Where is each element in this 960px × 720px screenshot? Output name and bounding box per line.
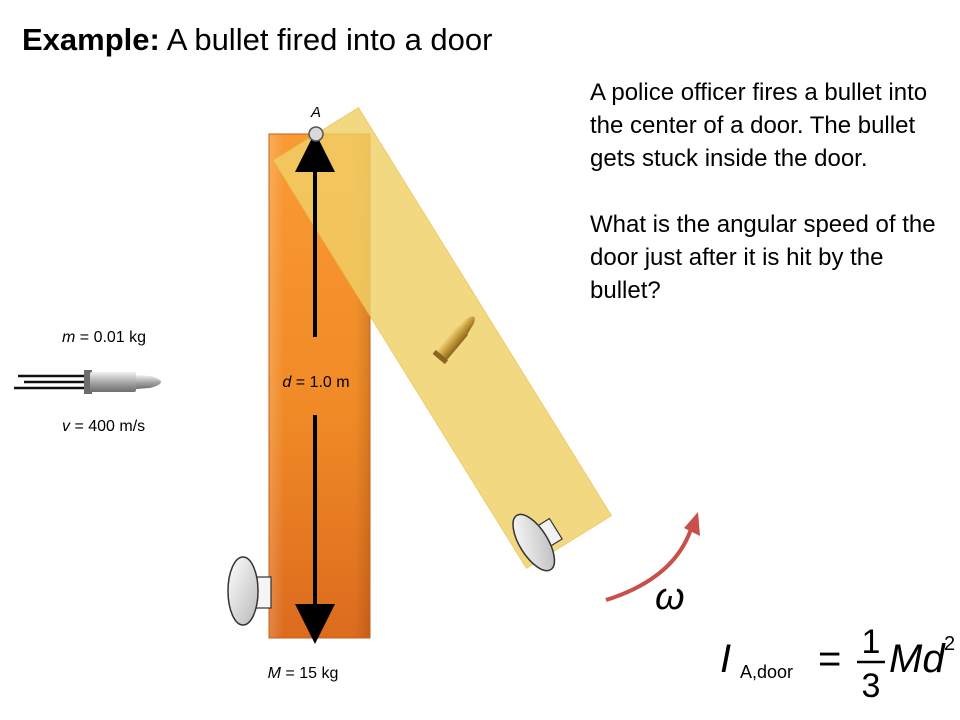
formula-lhs: I	[720, 637, 731, 681]
problem-text: A police officer fires a bullet into the…	[590, 76, 940, 340]
formula-exponent: 2	[944, 633, 955, 655]
page-title: Example: A bullet fired into a door	[22, 22, 492, 58]
bullet-mass-var: m	[62, 329, 75, 346]
problem-paragraph-1: A police officer fires a bullet into the…	[590, 79, 928, 172]
bullet-icon	[14, 370, 161, 394]
bullet-mass-label: m = 0.01 kg	[62, 329, 146, 346]
door-mass-var: M	[268, 665, 282, 682]
formula-rhs: Md	[889, 637, 946, 681]
door-length-label: d = 1.0 m	[282, 374, 349, 391]
door-handle-icon	[227, 556, 272, 626]
bullet-mass-value: = 0.01 kg	[75, 329, 146, 346]
bullet-speed-var: v	[62, 418, 71, 435]
problem-paragraph-2: What is the angular speed of the door ju…	[590, 211, 936, 304]
pivot-point	[308, 126, 324, 142]
inertia-formula: I A,door = 1 3 Md 2	[720, 623, 955, 705]
bullet-speed-value: = 400 m/s	[70, 418, 145, 435]
formula-numerator: 1	[862, 623, 881, 661]
formula-denominator: 3	[862, 667, 881, 705]
formula-equals: =	[818, 637, 841, 681]
pivot-label: A	[310, 104, 321, 121]
bullet-speed-label: v = 400 m/s	[62, 418, 145, 435]
formula-subscript: A,door	[740, 662, 793, 682]
title-bold: Example:	[22, 22, 160, 57]
door-length-value: = 1.0 m	[291, 374, 349, 391]
embedded-bullet-icon	[432, 316, 475, 365]
title-rest: A bullet fired into a door	[166, 22, 493, 57]
door-mass-value: = 15 kg	[281, 665, 338, 682]
door-mass-label: M = 15 kg	[268, 665, 339, 682]
rotation-arrow-icon	[605, 512, 700, 602]
omega-symbol: ω	[655, 576, 685, 618]
door-length-var: d	[282, 374, 292, 391]
swung-door-handle-icon	[512, 513, 563, 572]
